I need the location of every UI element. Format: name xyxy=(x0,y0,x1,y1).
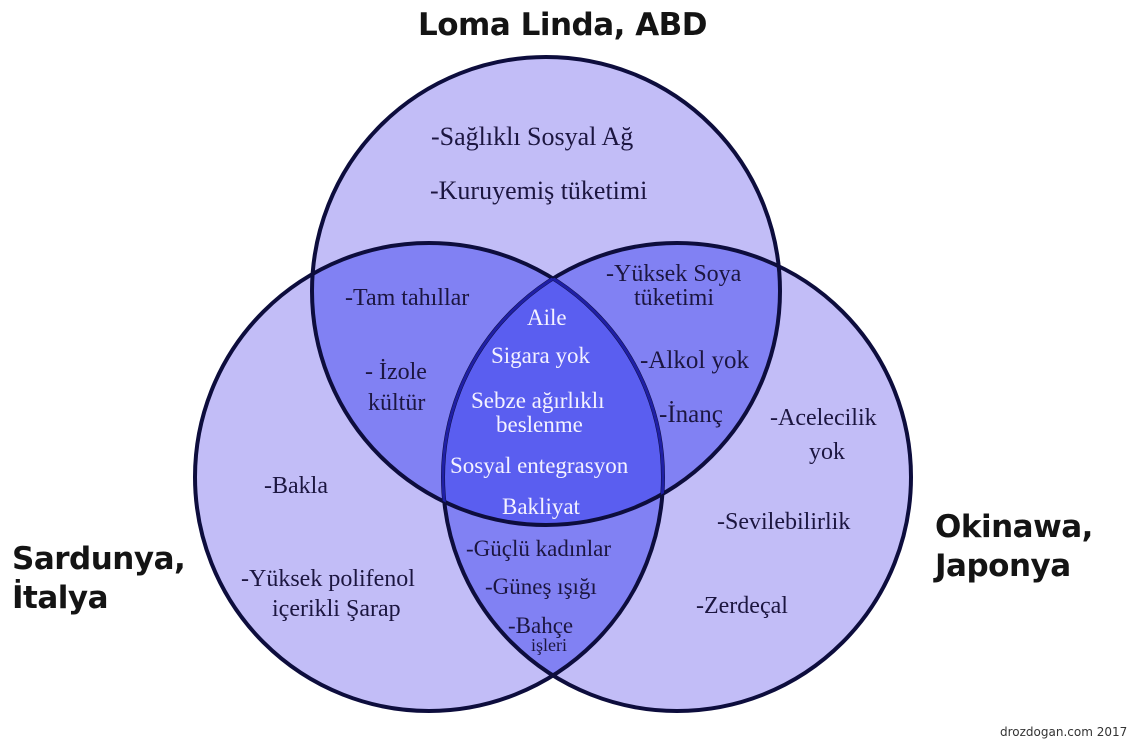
label-all-2: Sigara yok xyxy=(491,343,591,368)
label-all-6: Bakliyat xyxy=(502,494,580,519)
label-tr-3: -Alkol yok xyxy=(640,347,750,374)
label-right-2: yok xyxy=(809,439,845,465)
label-all-5: Sosyal entegrasyon xyxy=(450,453,629,478)
label-all-4: beslenme xyxy=(496,412,583,437)
label-all-3: Sebze ağırlıklı xyxy=(471,388,605,413)
circle-top-outline xyxy=(310,55,782,527)
label-left-3: içerikli Şarap xyxy=(272,596,401,622)
title-top: Loma Linda, ABD xyxy=(418,7,708,43)
title-left-line2: İtalya xyxy=(12,579,109,616)
label-right-3: -Sevilebilirlik xyxy=(717,509,851,535)
credit-text: drozdogan.com 2017 xyxy=(1000,725,1128,739)
title-right-line1: Okinawa, xyxy=(935,509,1093,545)
label-top-1: -Sağlıklı Sosyal Ağ xyxy=(431,122,634,151)
label-tl-1: -Tam tahıllar xyxy=(345,285,470,311)
title-left: Sardunya, İtalya xyxy=(12,540,186,618)
label-right-1: -Acelecilik xyxy=(770,405,877,431)
label-tr-4: -İnanç xyxy=(659,401,723,428)
label-lr-1: -Güçlü kadınlar xyxy=(466,536,611,561)
label-all-1: Aile xyxy=(527,305,567,330)
title-right: Okinawa, Japonya xyxy=(935,508,1093,586)
label-top-2: -Kuruyemiş tüketimi xyxy=(430,176,648,205)
label-tl-2: - İzole xyxy=(365,359,427,385)
label-left-2: -Yüksek polifenol xyxy=(241,566,415,592)
label-tr-1: -Yüksek Soya xyxy=(606,261,742,287)
label-lr-4: işleri xyxy=(531,635,567,655)
title-left-line1: Sardunya, xyxy=(12,541,186,577)
label-lr-2: -Güneş ışığı xyxy=(485,574,597,599)
title-right-line2: Japonya xyxy=(935,547,1071,584)
label-tl-3: kültür xyxy=(368,390,426,416)
label-tr-2: tüketimi xyxy=(634,285,714,311)
label-right-4: -Zerdeçal xyxy=(696,593,788,619)
label-left-1: -Bakla xyxy=(264,473,328,499)
label-lr-3: -Bahçe xyxy=(508,613,574,638)
